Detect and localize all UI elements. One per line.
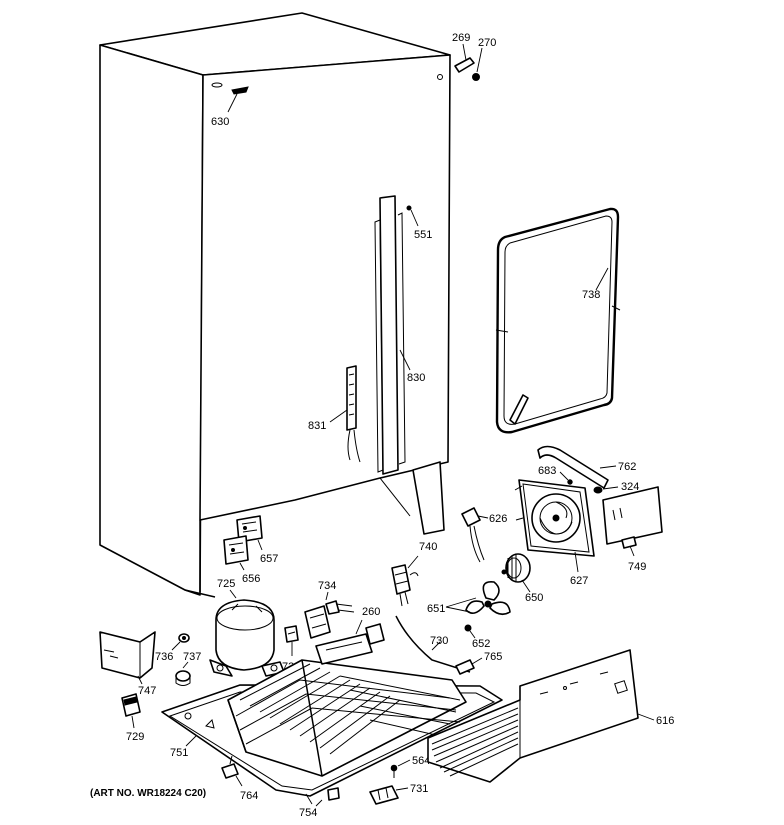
callout-260: 260 — [355, 606, 380, 635]
part-number-630: 630 — [211, 116, 229, 128]
part-731-clip: 731 — [369, 783, 428, 805]
part-656-bracket: 656 — [223, 535, 260, 585]
part-number-737: 737 — [183, 651, 201, 663]
callout-652: 652 — [464, 624, 490, 650]
part-730-condenser-tube: 730 — [395, 615, 471, 673]
part-number-270: 270 — [478, 37, 496, 49]
part-626-sensor: 626 — [461, 507, 507, 563]
part-number-730: 730 — [430, 635, 448, 647]
part-number-831: 831 — [308, 420, 326, 432]
part-number-652: 652 — [472, 638, 490, 650]
part-764-clip: 764 — [221, 755, 258, 802]
part-765-clip: 765 — [455, 651, 502, 675]
part-number-731: 731 — [410, 783, 428, 795]
part-740-defrost-component: 740 — [391, 541, 437, 607]
callout-324: 324 — [593, 481, 639, 494]
part-738-gasket: 738 — [495, 207, 621, 434]
part-737-grommet: 737 — [175, 651, 201, 686]
condenser-coil — [227, 623, 467, 777]
part-number-564: 564 — [412, 755, 430, 767]
part-number-725: 725 — [217, 578, 235, 590]
part-564-screw: 564 — [390, 755, 430, 778]
part-number-749: 749 — [628, 561, 646, 573]
part-number-650: 650 — [525, 592, 543, 604]
part-729-capacitor: 729 — [121, 693, 144, 743]
part-650-fan-motor: 650 — [501, 553, 543, 604]
art-number-caption: (ART NO. WR18224 C20) — [90, 788, 206, 799]
part-number-616: 616 — [656, 715, 674, 727]
part-number-754: 754 — [299, 807, 317, 819]
part-734-relay-bracket: 734 — [304, 580, 355, 639]
part-number-656: 656 — [242, 573, 260, 585]
part-number-683: 683 — [538, 465, 556, 477]
part-736-grommet: 736 — [155, 633, 190, 663]
part-616-back-panel: 616 — [427, 649, 674, 783]
part-number-651: 651 — [427, 603, 445, 615]
part-number-765: 765 — [484, 651, 502, 663]
part-269-270-hinge: 269 270 — [452, 32, 496, 81]
part-number-736: 736 — [155, 651, 173, 663]
part-number-551: 551 — [414, 229, 432, 241]
part-749-cover: 749 — [602, 486, 663, 573]
part-747-cover: 747 — [99, 631, 156, 697]
part-number-830: 830 — [407, 372, 425, 384]
part-number-627: 627 — [570, 575, 588, 587]
part-831-heater: 831 — [308, 365, 361, 463]
part-725-compressor: 725 — [209, 578, 285, 677]
part-number-626: 626 — [489, 513, 507, 525]
part-number-657: 657 — [260, 553, 278, 565]
part-number-260: 260 — [362, 606, 380, 618]
refrigerator-cabinet — [99, 12, 451, 598]
part-number-747: 747 — [138, 685, 156, 697]
callout-630: 630 — [211, 93, 238, 128]
callout-683: 683 — [538, 465, 573, 485]
part-number-751: 751 — [170, 747, 188, 759]
part-number-762: 762 — [618, 461, 636, 473]
part-627-fan-shroud: 627 — [514, 479, 595, 587]
part-number-734: 734 — [318, 580, 336, 592]
part-651-fan-blade: 651 — [427, 581, 511, 616]
part-number-764: 764 — [240, 790, 258, 802]
part-number-729: 729 — [126, 731, 144, 743]
part-number-269: 269 — [452, 32, 470, 44]
part-number-324: 324 — [621, 481, 639, 493]
callout-551: 551 — [406, 205, 432, 241]
part-762-tube: 762 — [537, 445, 636, 489]
part-830-channel: 830 — [374, 195, 425, 475]
part-754-clip: 754 — [299, 787, 340, 819]
part-657-bracket: 657 — [236, 515, 278, 565]
part-number-738: 738 — [582, 289, 600, 301]
part-number-740: 740 — [419, 541, 437, 553]
